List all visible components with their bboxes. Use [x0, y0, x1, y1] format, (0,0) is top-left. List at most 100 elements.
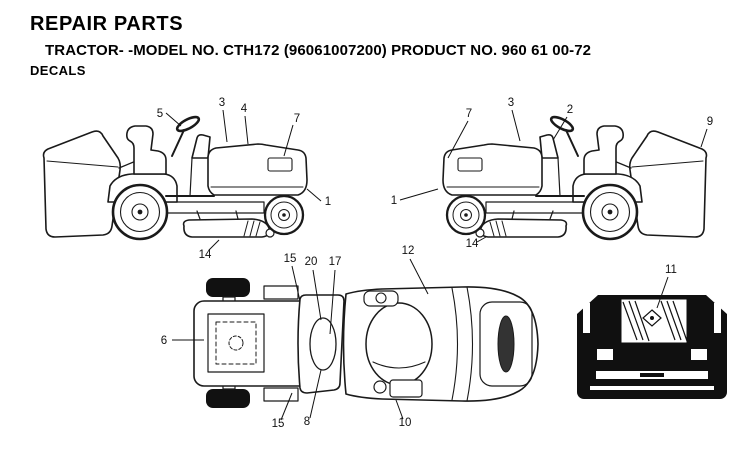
warning-decal-dot	[650, 316, 654, 320]
callout-leader	[280, 392, 293, 421]
callout-leader	[476, 236, 487, 243]
chassis-frame	[485, 201, 591, 214]
reflector-right	[691, 349, 707, 360]
deck-lift-links	[511, 210, 554, 220]
grass-catcher	[42, 130, 122, 238]
hood	[442, 143, 543, 196]
rear-wheel-cap	[607, 209, 613, 215]
window-hatch-right	[660, 300, 688, 342]
top-view	[193, 278, 539, 408]
top-view-callouts: 15 20 17 12 6 15 8 10	[161, 245, 429, 430]
page-title: REPAIR PARTS	[30, 13, 184, 35]
page-header: REPAIR PARTS TRACTOR- -MODEL NO. CTH172 …	[30, 13, 734, 78]
callout-leader	[283, 124, 294, 157]
fender-line-front	[451, 287, 459, 401]
front-wheel-hub	[278, 209, 290, 221]
front-wheel-rim	[452, 201, 480, 229]
rear-wheel-cap	[137, 209, 143, 215]
engine-plate	[207, 313, 265, 373]
rear-box	[389, 379, 423, 398]
hood	[207, 143, 308, 196]
seat	[126, 125, 167, 175]
callout-15b: 15	[272, 418, 285, 430]
callout-leader	[511, 109, 521, 142]
hitch-mark	[640, 373, 664, 377]
callout-7: 7	[294, 113, 300, 125]
callout-leader	[395, 399, 404, 420]
deck-hatch	[243, 220, 261, 237]
callout-leader	[306, 188, 322, 202]
rear-plate	[479, 301, 533, 387]
front-wheel-cap	[282, 213, 286, 217]
fuel-cap	[373, 380, 387, 394]
callout-8: 8	[304, 416, 310, 428]
hood-decal	[267, 157, 293, 172]
grass-catcher	[628, 130, 708, 238]
deck-hatch	[489, 220, 507, 237]
hood-decal	[457, 157, 483, 172]
callout-leader	[291, 265, 301, 302]
callout-11: 11	[665, 264, 677, 276]
step-bracket-lower	[263, 387, 299, 402]
callout-9: 9	[707, 116, 713, 128]
grass-catcher-seam	[46, 160, 119, 168]
fender-line-rear	[466, 286, 474, 402]
steering-box	[363, 290, 399, 307]
callout-leader	[329, 269, 336, 335]
callout-leader	[312, 269, 322, 321]
callout-3: 3	[219, 97, 225, 109]
front-wheel-cap	[464, 213, 468, 217]
callout-leader	[309, 369, 322, 419]
chassis-frame	[159, 201, 265, 214]
callout-leader	[656, 276, 669, 309]
callout-4: 4	[241, 103, 248, 115]
right-view-callouts: 7 3 2 9 1 14	[391, 97, 713, 250]
dash-support	[557, 157, 561, 197]
callout-12: 12	[402, 245, 415, 257]
seat	[583, 125, 624, 175]
callout-17: 17	[329, 256, 342, 268]
callout-15: 15	[284, 253, 297, 265]
steering-cap	[375, 292, 387, 304]
steering-column	[171, 129, 185, 157]
callout-leader	[552, 116, 568, 141]
steering-column	[565, 129, 579, 157]
callout-7: 7	[466, 108, 472, 120]
bumper-lower-strip	[590, 386, 714, 390]
callout-leader	[409, 258, 429, 295]
callout-leader	[244, 115, 249, 145]
taillight-left	[583, 303, 590, 333]
callout-leader	[447, 120, 469, 159]
deck-lift-links	[196, 210, 239, 220]
front-wheel-upper	[206, 278, 250, 297]
callout-leader	[208, 239, 220, 251]
taillight-right	[714, 303, 721, 333]
engine-cap	[228, 335, 244, 351]
front-wheel-rim	[270, 201, 298, 229]
seat-detail	[372, 361, 426, 369]
dash-cowl	[191, 134, 211, 159]
rear-wheel-hub	[601, 203, 619, 221]
engine-decal-dashed	[215, 321, 257, 365]
callout-leader	[399, 188, 439, 201]
callout-10: 10	[399, 417, 412, 429]
callout-20: 20	[305, 256, 318, 268]
callout-14: 14	[199, 249, 212, 261]
rear-wheel-rim	[589, 191, 631, 233]
section-label: DECALS	[30, 63, 86, 78]
front-wheel-lower	[206, 389, 250, 408]
rear-view	[577, 295, 727, 399]
callout-2: 2	[567, 104, 573, 116]
steering-wheel	[549, 115, 575, 133]
callout-5: 5	[157, 108, 163, 120]
dash-support	[189, 157, 193, 197]
left-view-callouts: 5 3 4 7 1 14	[157, 97, 331, 261]
callout-14: 14	[466, 238, 479, 250]
console-cover	[297, 294, 345, 394]
seat-top	[365, 302, 433, 386]
callout-6: 6	[161, 335, 167, 347]
console-oval	[309, 317, 337, 371]
grass-catcher-seam	[631, 160, 704, 168]
